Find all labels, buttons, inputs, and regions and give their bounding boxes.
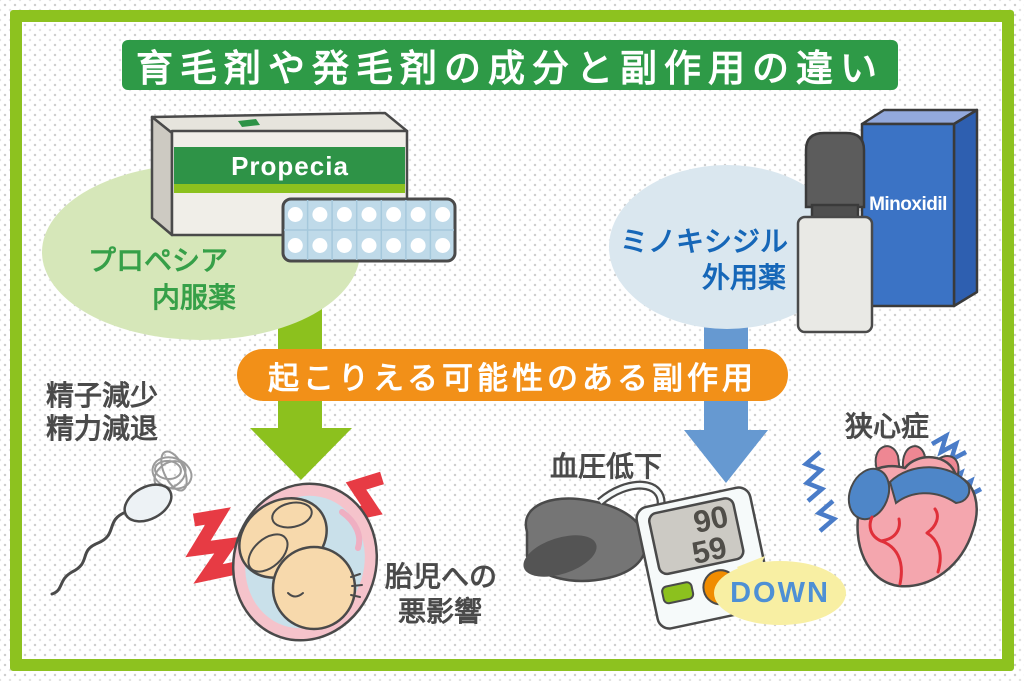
effect-sperm-line2: 精力減退 <box>46 413 159 444</box>
minoxidil-box-illustration <box>860 108 979 308</box>
effect-sperm-line1: 精子減少 <box>46 380 159 411</box>
blister-pack-illustration <box>281 197 457 263</box>
outer-frame <box>10 10 1014 671</box>
propecia-package-label: Propecia <box>231 151 349 181</box>
effect-angina: 狭心症 <box>845 411 930 442</box>
propecia-label-line1: プロペシア <box>88 245 229 276</box>
minoxidil-ellipse <box>609 165 845 329</box>
effect-fetus-line2: 悪影響 <box>398 596 483 627</box>
bp-diastolic-value: 59 <box>688 529 730 571</box>
effect-blood-pressure: 血圧低下 <box>550 451 663 482</box>
effect-fetus-line1: 胎児への <box>385 561 498 592</box>
minoxidil-bottle-illustration <box>796 131 874 334</box>
page-title: 育毛剤や発毛剤の成分と副作用の違い <box>136 48 884 89</box>
side-effect-banner: 起こりえる可能性のある副作用 <box>237 349 788 401</box>
propecia-box-illustration <box>150 111 409 237</box>
down-bubble <box>714 556 846 625</box>
minoxidil-package-label: Minoxidil <box>869 194 947 215</box>
minoxidil-label-line2: 外用薬 <box>702 262 787 293</box>
fetus-illustration <box>231 482 379 642</box>
side-effect-banner-label: 起こりえる可能性のある副作用 <box>267 360 758 396</box>
minoxidil-label-line1: ミノキシジル <box>620 226 789 257</box>
heart-illustration <box>801 431 983 588</box>
title-banner: 育毛剤や発毛剤の成分と副作用の違い <box>122 40 898 90</box>
propecia-label-line2: 内服薬 <box>152 282 237 313</box>
down-bubble-label: DOWN <box>730 577 830 609</box>
sperm-illustration <box>50 483 173 596</box>
